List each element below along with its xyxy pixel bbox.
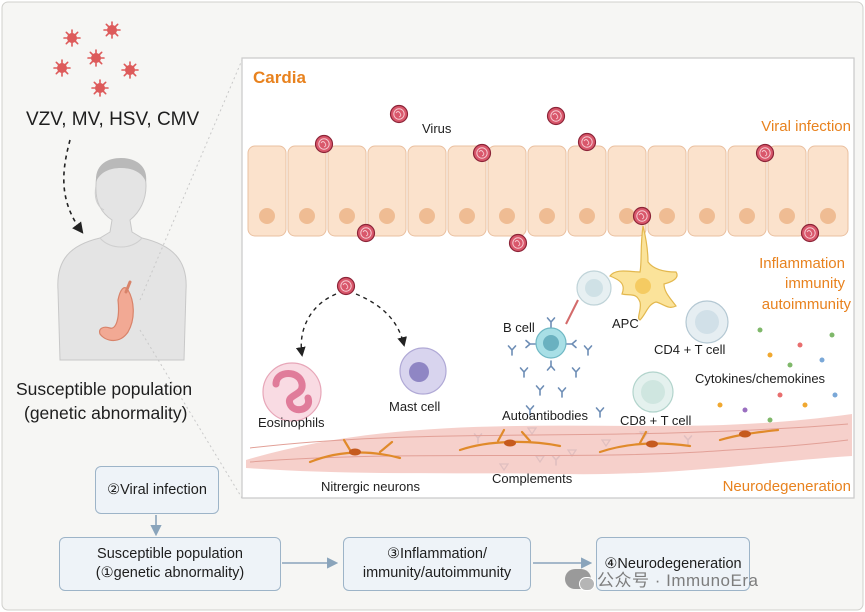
flow-step-neurodegeneration-text: ④Neurodegeneration xyxy=(604,555,742,572)
viral-infection-label: Viral infection xyxy=(761,118,851,135)
epithelial-cells xyxy=(247,145,849,237)
cd4-t-cell xyxy=(685,300,729,344)
complements-label: Complements xyxy=(492,471,573,486)
watermark: 公众号 · ImmunoEra xyxy=(565,566,758,591)
immunity-label: immunity xyxy=(785,275,846,292)
virus-label: Virus xyxy=(422,121,452,136)
cd4-label: CD4 + T cell xyxy=(654,342,726,357)
inflammation-label: Inflammation xyxy=(759,255,845,272)
flow-step-inflammation-line1: ③Inflammation/ xyxy=(386,546,488,563)
zoom-line-top xyxy=(139,59,243,301)
presentation-link xyxy=(565,299,579,325)
virus-to-mast-cell-arrow xyxy=(355,293,407,347)
mast-cell-label: Mast cell xyxy=(389,399,440,414)
flow-step-viral-infection: ②Viral infection xyxy=(95,466,219,514)
b-cell-label: B cell xyxy=(503,320,535,335)
flow-step-susceptible-line2: (①genetic abnormality) xyxy=(95,565,245,581)
cytokines-label: Cytokines/chemokines xyxy=(695,371,826,386)
population-label-detail: (genetic abnormality) xyxy=(24,403,187,423)
flow-step-susceptible-line1: Susceptible population xyxy=(97,546,243,563)
nitrergic-neurons-label: Nitrergic neurons xyxy=(321,479,420,494)
virus-types-label: VZV, MV, HSV, CMV xyxy=(26,109,200,130)
mast-cell xyxy=(399,347,447,395)
autoimmunity-label: autoimmunity xyxy=(762,296,852,313)
flow-step-neurodegeneration: ④Neurodegeneration xyxy=(596,537,750,591)
cd8-label: CD8 + T cell xyxy=(620,413,692,428)
flow-step-inflammation-line2: immunity/autoimmunity xyxy=(362,565,512,581)
wechat-icon xyxy=(565,568,595,591)
neurodegeneration-label: Neurodegeneration xyxy=(723,478,851,495)
virus-to-eosinophil-arrow xyxy=(295,293,337,357)
apc-label: APC xyxy=(612,316,639,331)
cytokine-dots xyxy=(717,327,838,423)
eosinophil xyxy=(262,362,322,422)
human-figure xyxy=(57,158,187,361)
flow-step-inflammation: ③Inflammation/ immunity/autoimmunity xyxy=(343,537,531,591)
cd8-t-cell xyxy=(632,371,674,413)
b-cell xyxy=(525,317,577,371)
eosinophils-label: Eosinophils xyxy=(258,415,325,430)
flow-step-viral-infection-text: ②Viral infection xyxy=(107,481,207,498)
apc-cell xyxy=(609,225,678,321)
flow-step-susceptible-population: Susceptible population (①genetic abnorma… xyxy=(59,537,281,591)
population-label: Susceptible population xyxy=(16,379,192,399)
watermark-text: 公众号 · ImmunoEra xyxy=(597,571,759,590)
infection-arrow xyxy=(63,139,84,234)
cardia-title: Cardia xyxy=(253,68,306,87)
autoantibodies-label: Autoantibodies xyxy=(502,408,589,423)
